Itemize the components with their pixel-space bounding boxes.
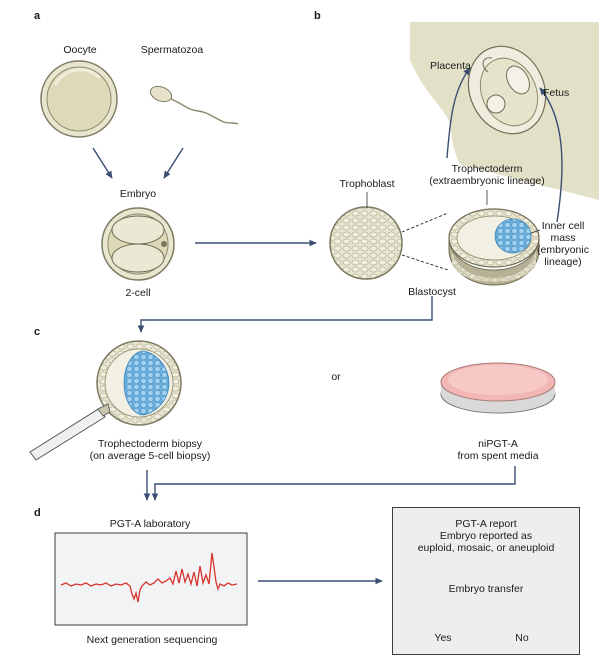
pgt-lab-title: PGT-A laboratory [109,518,191,530]
embryo-transfer-label: Embryo transfer [448,583,524,595]
arrow-sperm-embryo [163,147,184,179]
icm-label-line4: lineage) [544,256,582,268]
panel-label-c: c [34,326,41,338]
icm-label-line1: Inner cell [541,220,585,232]
no-label: No [515,632,529,644]
zoom-line-bottom [401,254,449,271]
ngs-label: Next generation sequencing [86,634,218,646]
arrow-blastocyst-to-testing [137,296,433,333]
biopsy-label-line2: (on average 5-cell biopsy) [89,450,211,462]
report-line2: Embryo reported as [439,530,533,542]
panel-label-a: a [34,10,41,22]
nipgt-label: niPGT-A from spent media [457,438,538,462]
biopsy-label: Trophectoderm biopsy (on average 5-cell … [90,438,211,462]
trophectoderm-label-line1: Trophectoderm [451,163,523,175]
two-cell-embryo-illustration [101,207,175,281]
yes-label: Yes [434,632,452,644]
zoom-line-top [401,212,449,233]
report-line1: PGT-A report [455,518,517,530]
panel-label-d: d [34,507,41,519]
ngs-plot [54,532,248,626]
trophectoderm-label: Trophectoderm (extraembryonic lineage) [429,163,545,187]
icm-pointer [530,229,541,234]
or-label: or [331,371,341,383]
arrow-oocyte-embryo [92,147,113,179]
oocyte-illustration [40,60,118,138]
arrow-icm-fetus [539,87,563,223]
pregnancy-silhouette [410,22,599,200]
spermatozoa-label: Spermatozoa [140,44,204,56]
panel-label-b: b [314,10,321,22]
pgt-report-text: PGT-A report Embryo reported as euploid,… [418,518,555,554]
inner-cell-mass-label: Inner cell mass (embryonic lineage) [537,220,589,268]
blastocyst-whole-illustration [329,206,403,280]
trophectoderm-biopsy-illustration [29,340,182,461]
placenta-label: Placenta [430,60,471,72]
nipgt-label-line1: niPGT-A [478,438,518,450]
trophectoderm-label-line2: (extraembryonic lineage) [429,175,545,187]
fetus-label: Fetus [543,87,570,99]
oocyte-label: Oocyte [63,44,97,56]
culture-dish-illustration [440,362,556,414]
report-line3: euploid, mosaic, or aneuploid [417,542,555,554]
two-cell-label: 2-cell [125,287,151,299]
blastocyst-section-illustration [448,208,540,286]
trophoblast-label: Trophoblast [339,178,395,190]
arrow-trophectoderm-placenta [446,67,471,159]
icm-label-line2: mass [550,232,576,244]
nipgt-label-line2: from spent media [457,450,539,462]
blastocyst-label: Blastocyst [408,286,456,298]
arrow-media-lab [151,466,516,501]
spermatozoa-illustration [149,85,239,125]
icm-label-line3: (embryonic [537,244,589,256]
biopsy-label-line1: Trophectoderm biopsy [97,438,203,450]
embryo-label: Embryo [119,188,157,200]
pgt-report-box [392,507,580,655]
